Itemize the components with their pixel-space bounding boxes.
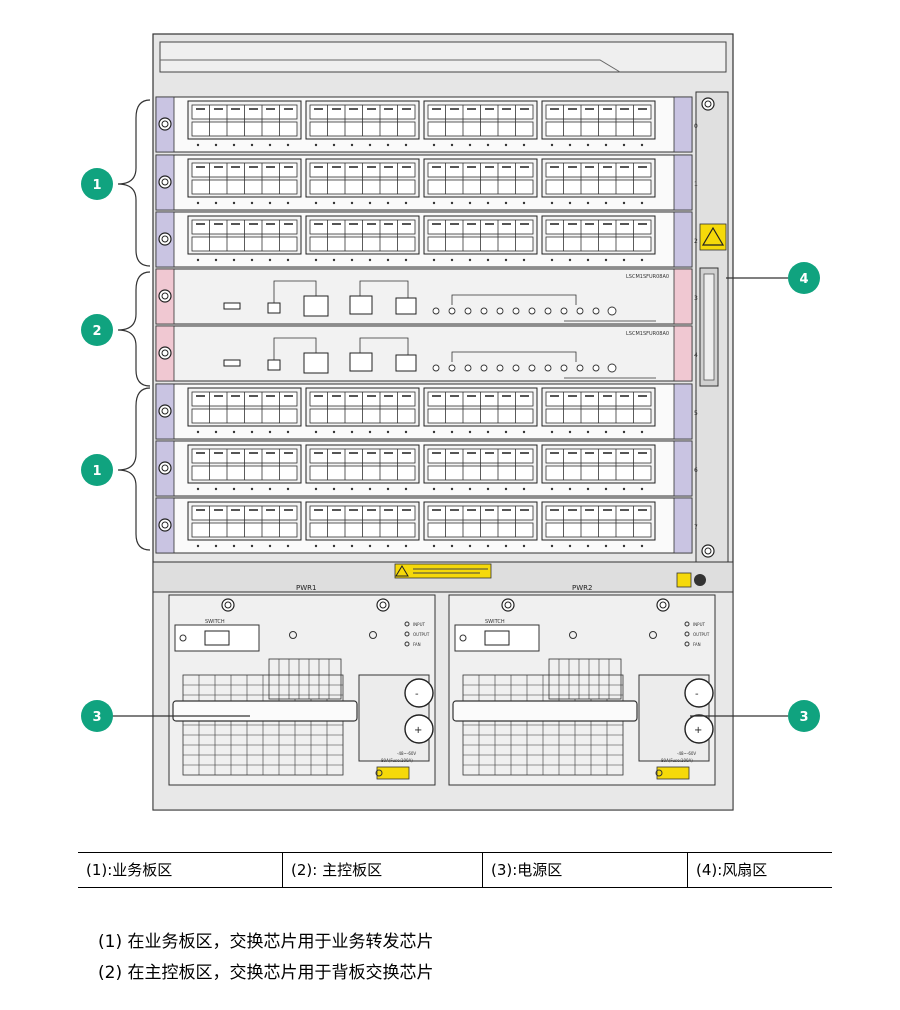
- note-1: (1) 在业务板区，交换芯片用于业务转发芯片: [98, 932, 434, 952]
- switch-label: SWITCH: [205, 619, 225, 625]
- line-card-slot-1: 1: [155, 154, 698, 211]
- warning-strip: PWR1 PWR2: [296, 563, 706, 592]
- mpu-model: LSCM1SFUR08A0: [626, 274, 669, 280]
- sfp-port: [395, 354, 417, 372]
- slot-number: 7: [694, 524, 698, 531]
- callout-1-bottom: 1: [81, 454, 113, 486]
- svg-text:1: 1: [92, 178, 101, 193]
- output-led-label: OUTPUT: [413, 632, 430, 637]
- legend-main-control-area: (2): 主控板区: [283, 853, 483, 887]
- svg-text:2: 2: [92, 324, 101, 339]
- psu-handle[interactable]: [172, 700, 358, 722]
- svg-text:4: 4: [799, 272, 808, 287]
- ethernet-port: [349, 352, 373, 372]
- management-port: [303, 352, 329, 374]
- rating-line-1: -48~-60V: [397, 751, 416, 756]
- input-led-label: INPUT: [413, 622, 426, 627]
- mpu-card-slot-3: LSCM1SFUR08A0 3: [155, 268, 698, 325]
- console-port: [267, 359, 281, 371]
- callout-2: 2: [81, 314, 113, 346]
- pwr2-label: PWR2: [572, 584, 592, 592]
- line-card-slot-5: 5: [155, 383, 698, 440]
- fan-led-label: FAN: [413, 642, 421, 647]
- callout-4: 4: [788, 262, 820, 294]
- callout-leaders: [112, 99, 788, 717]
- plus-terminal: +: [414, 725, 422, 736]
- line-card-slot-6: 6: [155, 440, 698, 497]
- callout-3-left: 3: [81, 700, 113, 732]
- mpu-card-slot-4: LSCM1SFUR08A0 4: [155, 325, 698, 382]
- usb-port: [223, 359, 241, 367]
- slot-number: 2: [694, 238, 698, 245]
- rating-line-2: 80A(Fuse:100A): [661, 758, 693, 763]
- pwr1-label: PWR1: [296, 584, 316, 592]
- slot-number: 6: [694, 467, 698, 474]
- minus-terminal: -: [695, 689, 699, 700]
- slot-number: 5: [694, 410, 698, 417]
- callout-3-right: 3: [788, 700, 820, 732]
- usb-port: [223, 302, 241, 310]
- line-card-slot-7: 7: [155, 497, 698, 554]
- slot-number: 3: [694, 295, 698, 302]
- line-card-slot-2: 2: [155, 211, 698, 268]
- callout-1-top: 1: [81, 168, 113, 200]
- power-supply-2: SWITCH INPUT OUTPUT FAN: [448, 594, 716, 786]
- power-supply-1: SWITCH INPUT OUTPUT FAN: [168, 594, 436, 786]
- output-led-label: OUTPUT: [693, 632, 710, 637]
- svg-text:1: 1: [92, 464, 101, 479]
- legend-service-board-area: (1):业务板区: [78, 853, 283, 887]
- legend-power-area: (3):电源区: [483, 853, 688, 887]
- ethernet-port: [349, 295, 373, 315]
- legend-fan-area: (4):风扇区: [696, 861, 768, 879]
- legend-table: (1):业务板区 (2): 主控板区 (3):电源区 (4):风扇区: [78, 852, 832, 888]
- svg-text:3: 3: [92, 710, 101, 725]
- line-card-slot-0: 0: [155, 96, 698, 153]
- fan-led-label: FAN: [693, 642, 701, 647]
- psu-handle[interactable]: [452, 700, 638, 722]
- input-led-label: INPUT: [693, 622, 706, 627]
- slot-number: 1: [694, 181, 698, 188]
- note-2: (2) 在主控板区，交换芯片用于背板交换芯片: [98, 963, 434, 983]
- management-port: [303, 295, 329, 317]
- minus-terminal: -: [415, 689, 419, 700]
- rating-line-1: -48~-60V: [677, 751, 696, 756]
- sfp-port: [395, 297, 417, 315]
- slot-number: 4: [694, 352, 698, 359]
- svg-text:3: 3: [799, 710, 808, 725]
- mpu-model: LSCM1SFUR08A0: [626, 331, 669, 337]
- fan-tray: [699, 97, 727, 558]
- plus-terminal: +: [694, 725, 702, 736]
- slot-number: 0: [694, 123, 698, 130]
- switch-label: SWITCH: [485, 619, 505, 625]
- rating-line-2: 80A(Fuse:100A): [381, 758, 413, 763]
- console-port: [267, 302, 281, 314]
- warning-label-icon: [699, 223, 727, 251]
